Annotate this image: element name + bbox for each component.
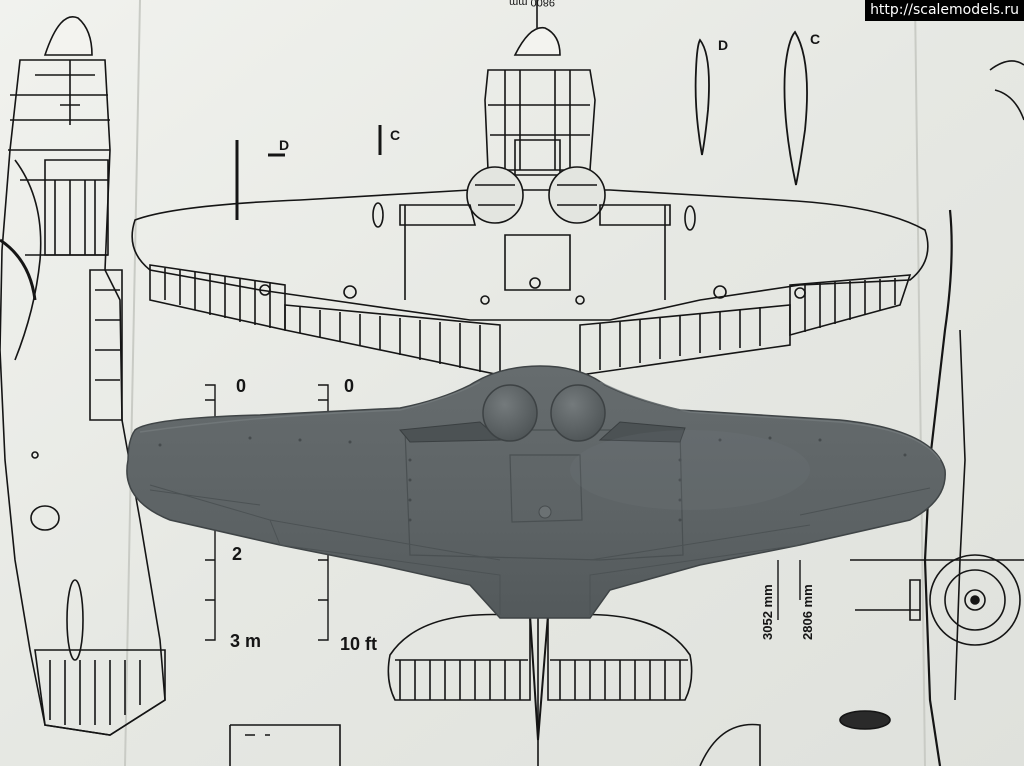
section-label-d-top: D: [718, 37, 728, 53]
side-view-fuselage-drawing: [0, 16, 166, 736]
section-label-d: D: [279, 137, 289, 153]
scale-two: 2: [232, 544, 242, 564]
dimension-2806: 2806 mm: [800, 584, 815, 640]
airfoil-sections: [268, 30, 808, 186]
scale-10ft: 10 ft: [340, 634, 377, 654]
scale-3m: 3 m: [230, 631, 261, 651]
section-label-c: C: [390, 127, 400, 143]
dimension-top: 9800 mm: [509, 0, 555, 8]
scale-zero-left: 0: [236, 376, 246, 396]
section-label-c-top: C: [810, 31, 820, 47]
sheet-edge-left: [124, 0, 141, 766]
model-wing-part: [126, 365, 946, 619]
watermark: http://scalemodels.ru: [865, 0, 1024, 21]
scale-zero-right: 0: [344, 376, 354, 396]
sheet-edge-right: [914, 0, 926, 766]
dimension-3052: 3052 mm: [760, 584, 775, 640]
